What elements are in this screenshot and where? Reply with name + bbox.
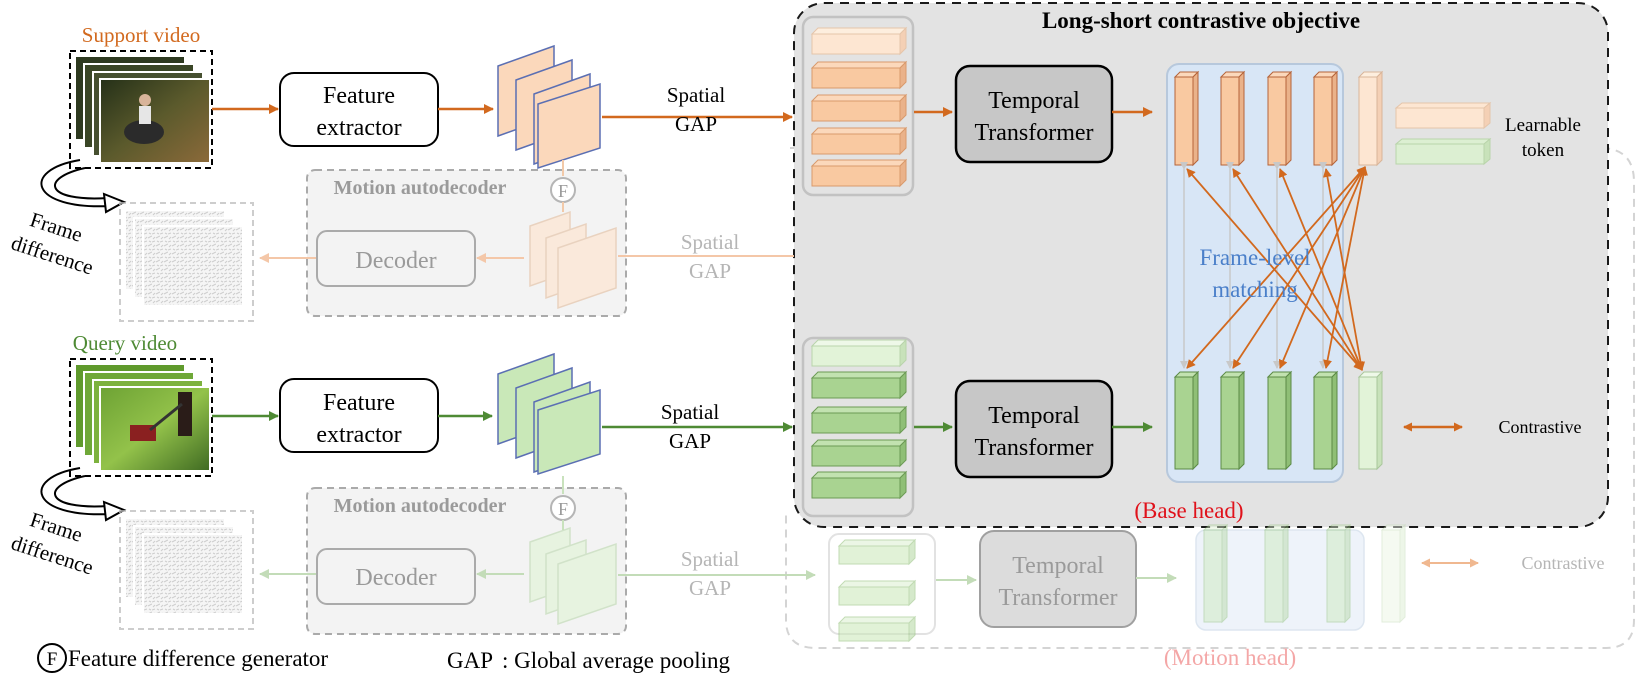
query-token xyxy=(810,338,908,368)
contrastive-label-motion: Contrastive xyxy=(1522,553,1605,573)
support-frame-bar xyxy=(1173,70,1200,167)
base-head-label: (Base head) xyxy=(1134,498,1243,523)
f-circle-icon: F xyxy=(37,643,67,673)
decoder-support xyxy=(316,230,476,287)
feature-extractor-support-line2: extractor xyxy=(316,115,401,141)
reconstructed-frames-support xyxy=(119,202,254,322)
query-token xyxy=(810,470,908,500)
decoder-label-query: Decoder xyxy=(355,565,436,591)
query-token xyxy=(810,438,908,468)
query-frame-bar xyxy=(1312,370,1339,471)
support-frame-bar xyxy=(1219,70,1246,167)
frame-bars xyxy=(1173,70,1384,471)
query-token xyxy=(810,405,908,435)
motion-frame-bar xyxy=(1325,523,1352,624)
temporal-transformer-motion xyxy=(979,530,1137,628)
temporal-transformer-support xyxy=(954,64,1114,164)
support-video-label: Support video xyxy=(82,23,200,47)
gap-label-query: GAP xyxy=(669,429,711,453)
feature-map-support xyxy=(497,44,601,170)
spatial-label-support-motion: Spatial xyxy=(681,230,739,254)
legend-feature-diff: Feature difference generator xyxy=(68,646,328,671)
support-token xyxy=(810,60,908,90)
motion-head-label: (Motion head) xyxy=(1164,645,1296,670)
motion-autodecoder-label-query: Motion autodecoder xyxy=(334,495,507,517)
transformer-label-query: Transformer xyxy=(974,435,1093,461)
contrastive-label: Contrastive xyxy=(1499,417,1582,437)
support-token xyxy=(810,26,908,56)
spatial-label-query: Spatial xyxy=(661,400,719,424)
motion-frame-bar xyxy=(1263,523,1290,624)
query-frame-bar xyxy=(1266,370,1293,471)
matching-label: matching xyxy=(1212,277,1298,302)
frame-level-label: Frame-level xyxy=(1199,245,1310,270)
f-circle-icon: F xyxy=(550,476,576,530)
svg-text:F: F xyxy=(558,181,568,201)
objective-title: Long-short contrastive objective xyxy=(1042,8,1360,33)
svg-text:F: F xyxy=(47,649,58,670)
query-learnable-bar xyxy=(1357,370,1384,471)
support-frame-bar xyxy=(1312,70,1339,167)
learnable-label: Learnable xyxy=(1505,115,1581,136)
motion-head-panel xyxy=(785,147,1635,649)
query-video-frames xyxy=(69,358,213,477)
motion-matching-area xyxy=(1195,529,1365,631)
motion-frame-bar xyxy=(1202,523,1229,624)
reconstructed-frames-query xyxy=(119,510,254,630)
gap-label-query-motion: GAP xyxy=(689,576,731,600)
motion-frame-bars xyxy=(1202,523,1407,624)
curved-arrow-icon xyxy=(40,467,127,522)
svg-text:F: F xyxy=(558,499,568,519)
token-label: token xyxy=(1522,140,1565,161)
temporal-label-query: Temporal xyxy=(988,403,1080,429)
feature-extractor-support-line1: Feature xyxy=(323,83,395,109)
support-video-frames xyxy=(69,50,213,169)
curved-arrow-icon xyxy=(40,159,127,214)
support-frame-bar xyxy=(1266,70,1293,167)
query-token-list xyxy=(810,338,908,500)
motion-token-list xyxy=(837,538,917,643)
query-token xyxy=(810,370,908,400)
gap-label-support: GAP xyxy=(675,112,717,136)
cross-match-arrow xyxy=(1323,166,1368,369)
spatial-label-support: Spatial xyxy=(667,83,725,107)
motion-autodecoder-label-support: Motion autodecoder xyxy=(334,177,507,199)
transformer-label-support: Transformer xyxy=(974,120,1093,146)
motion-learnable-bar xyxy=(1380,523,1407,624)
support-token-list xyxy=(810,26,908,188)
support-token xyxy=(810,158,908,188)
transformer-label-motion: Transformer xyxy=(998,585,1117,611)
support-token-group xyxy=(801,15,915,197)
motion-token xyxy=(837,579,917,607)
decoder-query xyxy=(316,548,476,605)
motion-token xyxy=(837,538,917,566)
feature-map-support-motion xyxy=(529,210,617,310)
matching-arrows xyxy=(1180,162,1368,371)
query-token-group xyxy=(801,336,915,518)
query-frame-bar xyxy=(1219,370,1246,471)
legend-gap-desc: : Global average pooling xyxy=(502,648,731,673)
decoder-label-support: Decoder xyxy=(355,248,436,274)
query-video-label: Query video xyxy=(73,331,177,355)
spatial-label-query-motion: Spatial xyxy=(681,547,739,571)
support-learnable-bar xyxy=(1357,70,1384,167)
temporal-label-support: Temporal xyxy=(988,88,1080,114)
motion-token xyxy=(837,615,917,643)
temporal-transformer-query xyxy=(954,379,1114,479)
learnable-token-legend xyxy=(1394,101,1492,166)
f-circle-icon: F xyxy=(550,160,576,212)
feature-extractor-query-line1: Feature xyxy=(323,390,395,416)
feature-map-query xyxy=(497,352,601,476)
gap-label-support-motion: GAP xyxy=(689,259,731,283)
temporal-label-motion: Temporal xyxy=(1012,553,1104,579)
query-frame-bar xyxy=(1173,370,1200,471)
legend-gap-key: GAP xyxy=(447,648,493,673)
support-token xyxy=(810,93,908,123)
feature-map-query-motion xyxy=(529,526,617,626)
feature-extractor-query-line2: extractor xyxy=(316,422,401,448)
support-token xyxy=(810,126,908,156)
